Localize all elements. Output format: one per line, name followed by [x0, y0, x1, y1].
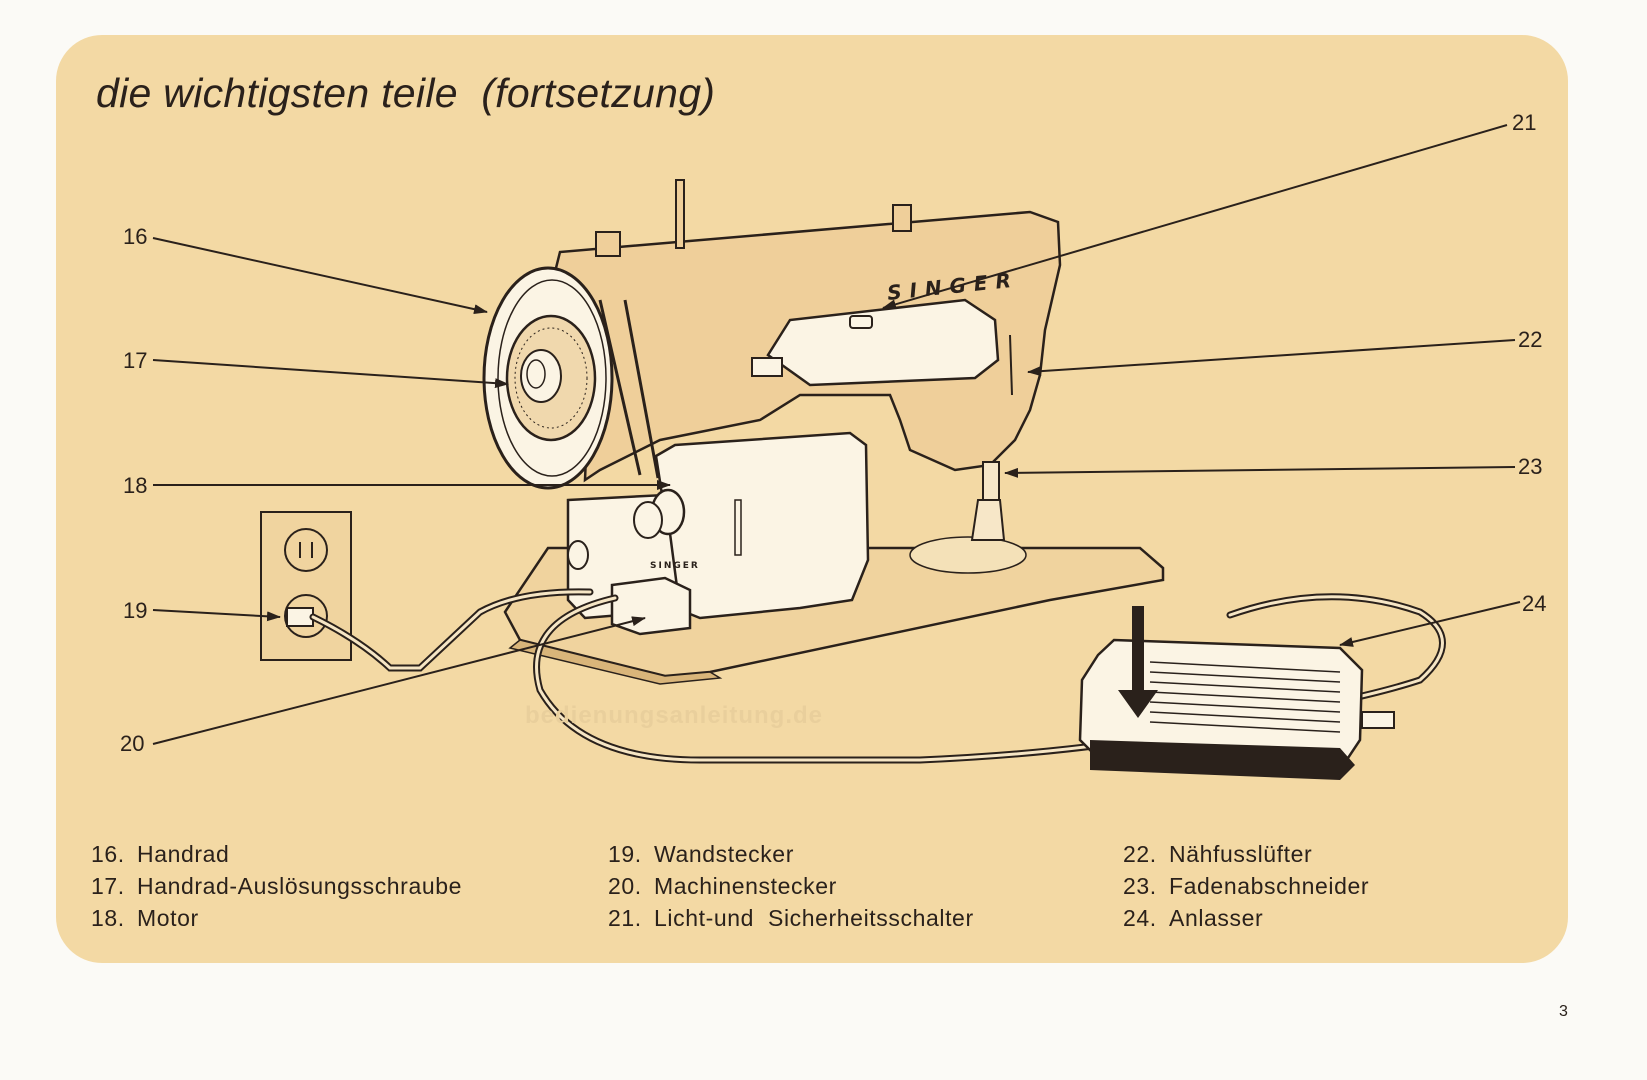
legend-column-2: 19. Wandstecker 20. Machinenstecker 21. Lic… [608, 838, 974, 934]
legend-label: Fadenabschneider [1169, 873, 1370, 899]
legend-number: 16. [91, 841, 125, 867]
press-down-arrow-icon [1118, 606, 1158, 718]
legend-item: 20. Machinenstecker [608, 870, 974, 902]
drive-belt [598, 299, 660, 479]
legend-number: 22. [1123, 841, 1157, 867]
legend-item: 17. Handrad-Auslösungsschraube [91, 870, 462, 902]
page-title: die wichtigsten teile (fortsetzung) [96, 70, 716, 116]
machine-plug [610, 576, 692, 636]
legend-column-1: 16. Handrad 17. Handrad-Auslösungsschraube… [91, 838, 462, 934]
legend-label: Nähfusslüfter [1169, 841, 1313, 867]
legend-label: Anlasser [1169, 905, 1264, 931]
callout-18: 18 [123, 473, 148, 498]
light-bracket [751, 357, 783, 377]
legend-item: 19. Wandstecker [608, 838, 974, 870]
page-number: 3 [1559, 1003, 1568, 1020]
watermark: bedienungsanleitung.de [525, 702, 824, 729]
light-switch [849, 315, 873, 329]
power-cord [311, 590, 592, 670]
legend-item: 21. Licht-und Sicherheitsschalter [608, 902, 974, 934]
legend-item: 22. Nähfusslüfter [1123, 838, 1369, 870]
callout-20: 20 [120, 731, 145, 756]
callout-19: 19 [123, 598, 148, 623]
legend-number: 19. [608, 841, 642, 867]
callout-22: 22 [1518, 327, 1543, 352]
handwheel [482, 266, 614, 490]
legend-item: 18. Motor [91, 902, 462, 934]
legend-label: Wandstecker [654, 841, 794, 867]
legend-label: Machinenstecker [654, 873, 837, 899]
callout-21: 21 [1512, 110, 1537, 135]
needle-plate [909, 536, 1027, 574]
light-housing [766, 298, 1000, 387]
callout-17: 17 [123, 348, 148, 373]
legend-number: 20. [608, 873, 642, 899]
callout-16: 16 [123, 224, 148, 249]
callout-24: 24 [1522, 591, 1547, 616]
legend-label: Licht-und Sicherheitsschalter [654, 905, 974, 931]
legend-number: 17. [91, 873, 125, 899]
legend-item: 16. Handrad [91, 838, 462, 870]
foot-controller [1078, 638, 1395, 780]
callout-leaders [152, 124, 1521, 745]
motor: SINGER [566, 431, 870, 620]
legend-number: 21. [608, 905, 642, 931]
motor-brand-label: SINGER [650, 561, 700, 571]
legend-item: 24. Anlasser [1123, 902, 1369, 934]
wall-outlet [260, 511, 352, 661]
legend-item: 23. Fadenabschneider [1123, 870, 1369, 902]
callout-23: 23 [1518, 454, 1543, 479]
legend-label: Handrad [137, 841, 230, 867]
legend-number: 24. [1123, 905, 1157, 931]
legend-number: 18. [91, 905, 125, 931]
legend-label: Handrad-Auslösungsschraube [137, 873, 463, 899]
legend-label: Motor [137, 905, 199, 931]
legend-column-3: 22. Nähfusslüfter 23. Fadenabschneider 24.… [1123, 838, 1369, 934]
legend-number: 23. [1123, 873, 1157, 899]
